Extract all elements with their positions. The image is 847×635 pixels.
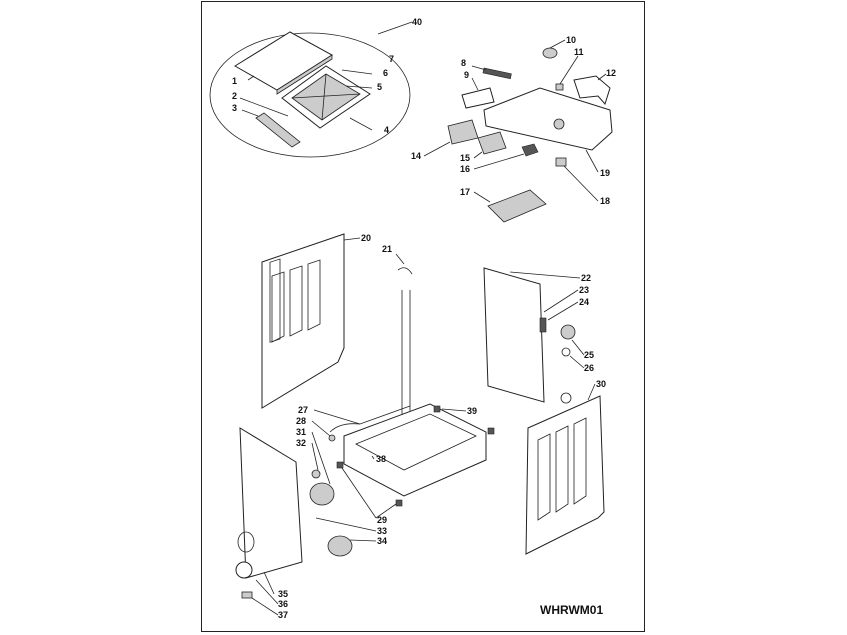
callout-40: 40 bbox=[412, 17, 422, 27]
callout-6: 6 bbox=[383, 68, 388, 78]
right-side-panel bbox=[525, 395, 605, 555]
cabinet-group bbox=[235, 233, 605, 599]
knob-part bbox=[542, 47, 558, 59]
callout-34: 34 bbox=[377, 536, 387, 546]
front-panel bbox=[239, 427, 303, 579]
callout-11: 11 bbox=[574, 47, 584, 57]
callout-22: 22 bbox=[581, 273, 591, 283]
callout-38: 38 bbox=[376, 454, 386, 464]
callout-20: 20 bbox=[361, 233, 371, 243]
diagram-code: WHRWM01 bbox=[540, 603, 603, 617]
base-frame-part bbox=[343, 403, 487, 497]
callout-35: 35 bbox=[278, 589, 288, 599]
callout-7: 7 bbox=[389, 54, 394, 64]
bracket-part bbox=[482, 67, 512, 80]
callout-30: 30 bbox=[596, 379, 606, 389]
callout-12: 12 bbox=[606, 68, 616, 78]
callout-labels: 40 7 6 5 1 2 3 4 10 11 12 8 9 14 15 16 1… bbox=[232, 17, 616, 620]
callout-33: 33 bbox=[377, 526, 387, 536]
callout-4: 4 bbox=[384, 125, 389, 135]
control-panel-group bbox=[447, 47, 613, 223]
control-board-part bbox=[461, 87, 495, 109]
lid-assembly-group bbox=[209, 31, 411, 158]
base-group bbox=[309, 403, 495, 557]
callout-23: 23 bbox=[579, 285, 589, 295]
console-part bbox=[483, 87, 613, 151]
callout-5: 5 bbox=[377, 82, 382, 92]
callout-2: 2 bbox=[232, 91, 237, 101]
callout-3: 3 bbox=[232, 103, 237, 113]
callout-28: 28 bbox=[296, 416, 306, 426]
callout-19: 19 bbox=[600, 168, 610, 178]
rear-bracket-part bbox=[573, 75, 611, 106]
callout-36: 36 bbox=[278, 599, 288, 609]
diagram-frame bbox=[201, 1, 645, 632]
callout-14: 14 bbox=[411, 151, 421, 161]
callout-9: 9 bbox=[464, 70, 469, 80]
left-side-panel bbox=[261, 233, 345, 409]
filter-door-part bbox=[235, 561, 253, 579]
callout-21: 21 bbox=[382, 244, 392, 254]
callout-24: 24 bbox=[579, 297, 589, 307]
callout-37: 37 bbox=[278, 610, 288, 620]
callout-27: 27 bbox=[298, 405, 308, 415]
filter-part bbox=[327, 535, 353, 557]
dispenser-part bbox=[447, 119, 479, 145]
callout-39: 39 bbox=[467, 406, 477, 416]
callout-10: 10 bbox=[566, 35, 576, 45]
callout-16: 16 bbox=[460, 164, 470, 174]
pump-housing-part bbox=[309, 482, 335, 506]
drawer-part bbox=[487, 189, 547, 223]
handle-part bbox=[255, 112, 301, 148]
callout-15: 15 bbox=[460, 153, 470, 163]
callout-26: 26 bbox=[584, 363, 594, 373]
pump-part bbox=[560, 324, 576, 340]
callout-25: 25 bbox=[584, 350, 594, 360]
callout-1: 1 bbox=[232, 76, 237, 86]
callout-29: 29 bbox=[377, 515, 387, 525]
callout-18: 18 bbox=[600, 196, 610, 206]
callout-32: 32 bbox=[296, 438, 306, 448]
lid-assembly-outline bbox=[209, 32, 411, 158]
callout-17: 17 bbox=[460, 187, 470, 197]
callout-31: 31 bbox=[296, 427, 306, 437]
hose-part bbox=[397, 267, 413, 420]
rear-panel bbox=[483, 267, 545, 403]
callout-8: 8 bbox=[461, 58, 466, 68]
leader-lines bbox=[239, 21, 607, 616]
dispenser-part-2 bbox=[477, 131, 507, 155]
